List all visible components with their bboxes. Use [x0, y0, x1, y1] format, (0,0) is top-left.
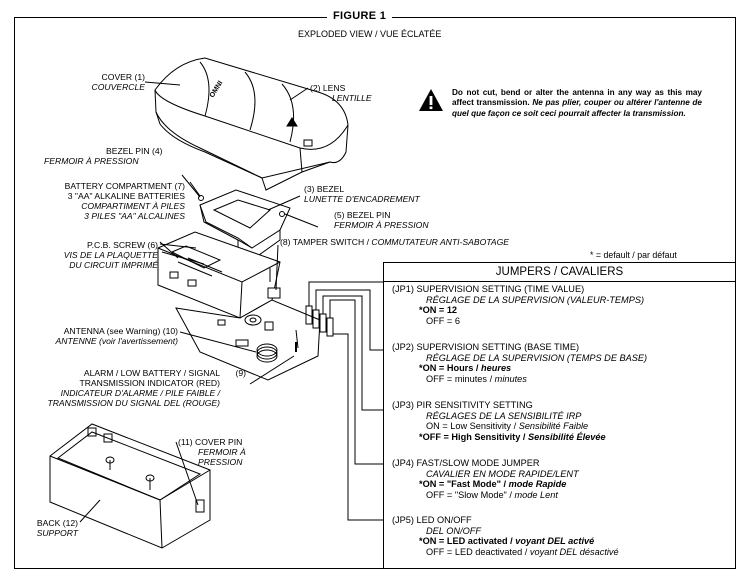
- figure-subtitle: EXPLODED VIEW / VUE ÉCLATÉE: [298, 29, 442, 39]
- label-cover: COVER (1)COUVERCLE: [91, 72, 145, 92]
- jumpers-table: JUMPERS / CAVALIERS (JP1) SUPERVISION SE…: [383, 262, 736, 569]
- warning-text: Do not cut, bend or alter the antenna in…: [452, 88, 702, 118]
- label-battery-compartment: BATTERY COMPARTMENT (7)3 "AA" ALKALINE B…: [64, 181, 185, 221]
- cover-part: [154, 57, 349, 191]
- label-tamper-switch: (8) TAMPER SWITCH / COMMUTATEUR ANTI-SAB…: [280, 237, 510, 247]
- jumpers-title: JUMPERS / CAVALIERS: [384, 263, 735, 282]
- housing-part: [157, 231, 281, 319]
- antenna-coil: [256, 343, 278, 363]
- label-bezel-pin-4: BEZEL PIN (4) FERMOIR À PRESSION: [44, 146, 163, 166]
- label-antenna: ANTENNA (see Warning) (10)ANTENNE (voir …: [55, 326, 178, 346]
- warning-triangle-icon: [419, 89, 443, 111]
- jumper-jp2: (JP2) SUPERVISION SETTING (BASE TIME) RÉ…: [392, 342, 648, 384]
- jumper-jp3: (JP3) PIR SENSITIVITY SETTING RÉGLAGES D…: [392, 400, 606, 442]
- label-alarm-indicator: ALARM / LOW BATTERY / SIGNAL(9) TRANSMIS…: [47, 368, 246, 408]
- jumper-jp5: (JP5) LED ON/OFF DEL ON/OFF *ON = LED ac…: [392, 515, 619, 557]
- pcb-board: [175, 299, 321, 381]
- jumper-jp1: (JP1) SUPERVISION SETTING (TIME VALUE) R…: [392, 284, 645, 326]
- jumper-jp4: (JP4) FAST/SLOW MODE JUMPER CAVALIER EN …: [392, 458, 579, 500]
- figure-title: FIGURE 1: [327, 10, 393, 22]
- label-back: BACK (12)SUPPORT: [36, 518, 78, 538]
- back-part: [49, 423, 211, 549]
- label-cover-pin: (11) COVER PIN FERMOIR À PRESSION: [178, 437, 246, 467]
- default-note: * = default / par défaut: [590, 250, 677, 260]
